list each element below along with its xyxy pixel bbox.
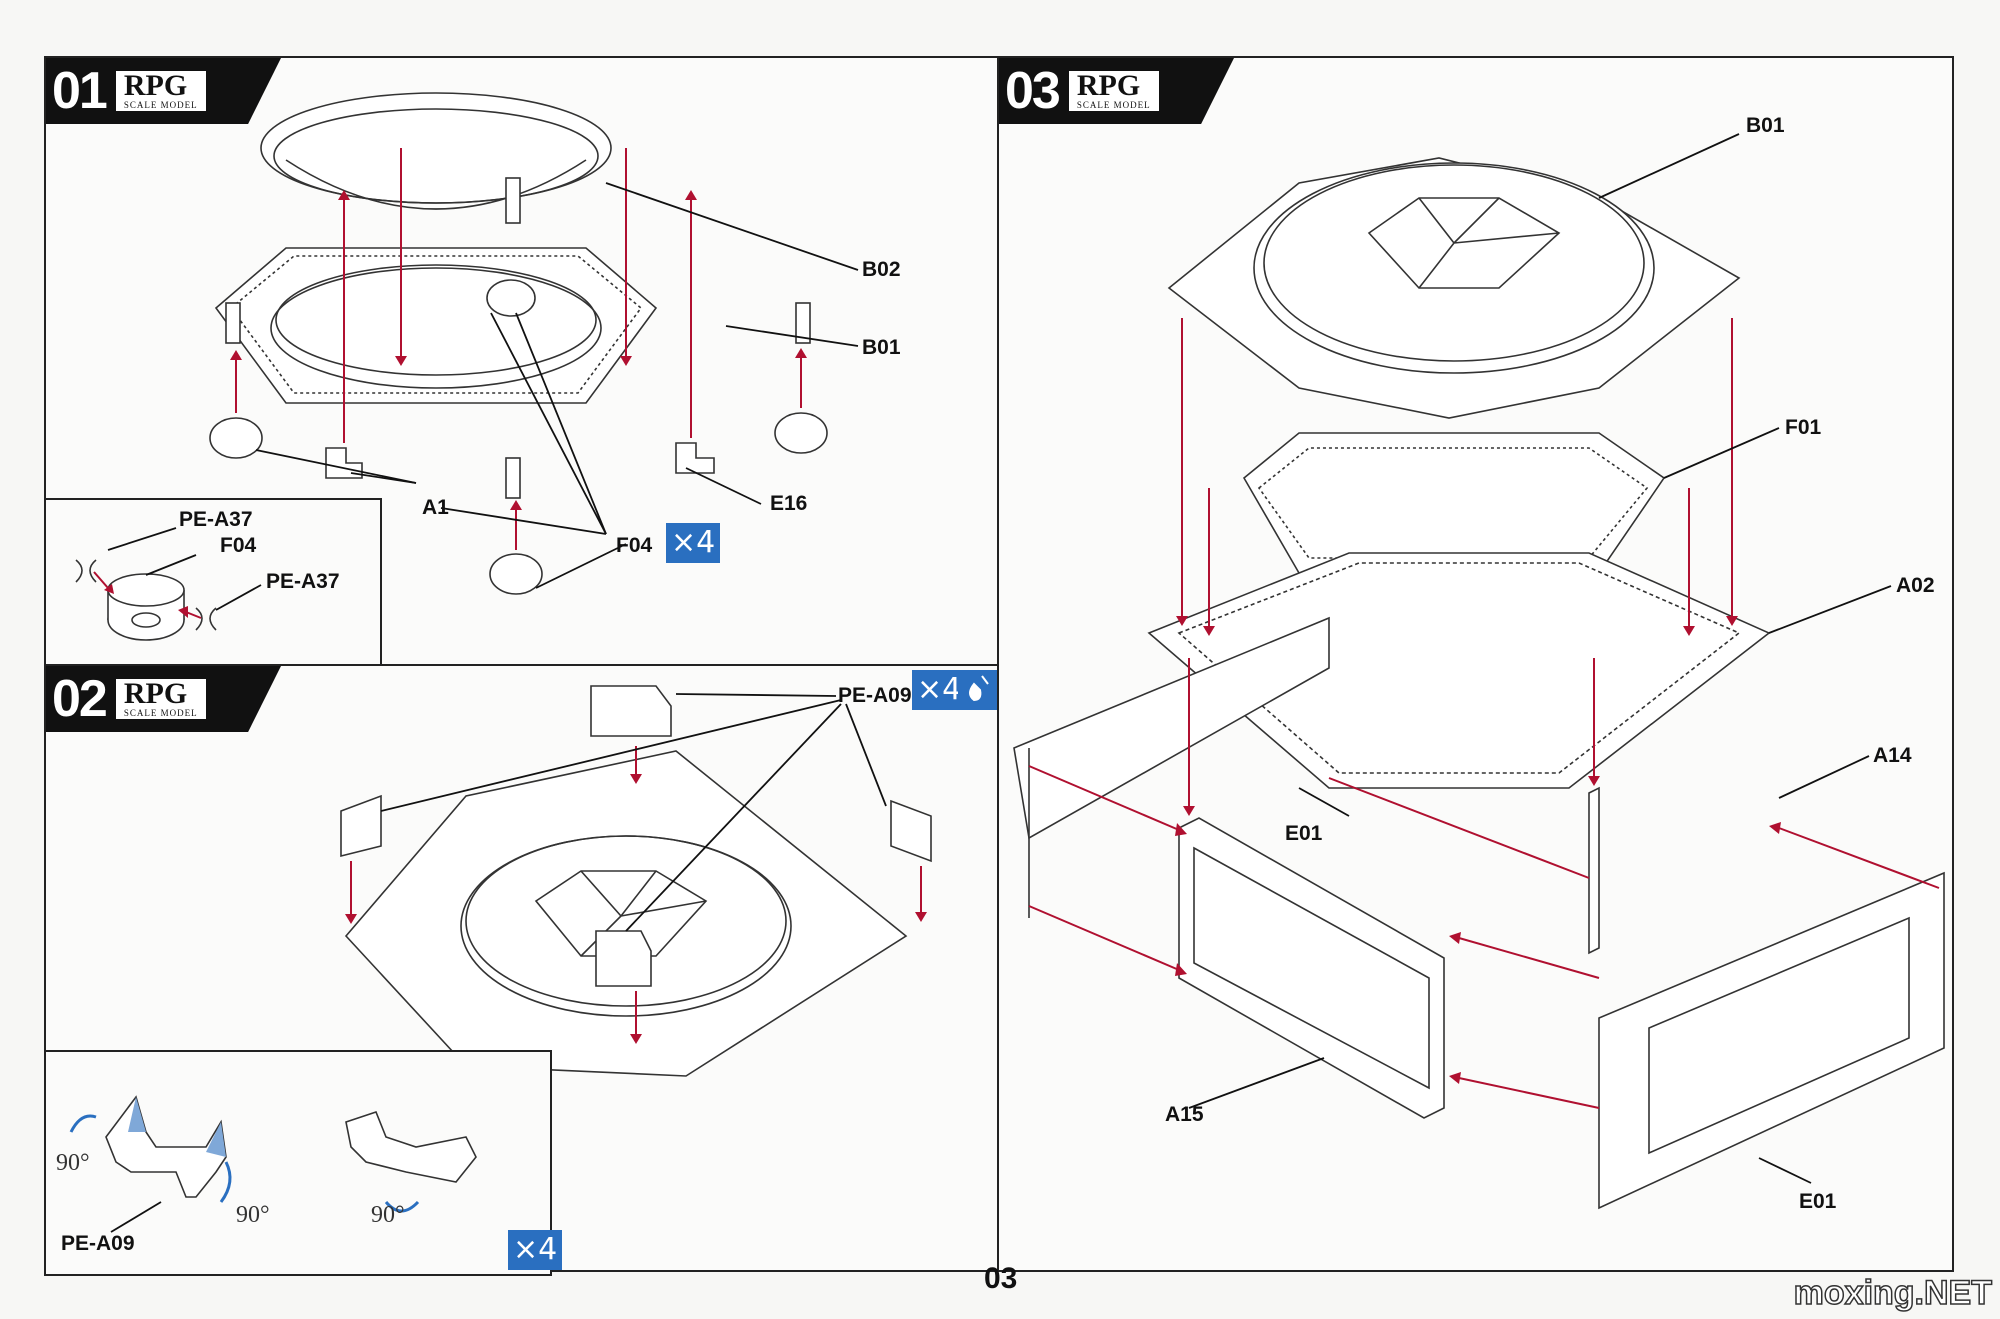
watermark: moxing.NET xyxy=(1793,1273,1993,1313)
label-b01: B01 xyxy=(862,336,901,359)
quantity-badge: ×4 xyxy=(666,523,721,563)
step-03-panel: 03 RPG SCALE MODEL xyxy=(997,56,1954,1272)
step-number: 03 xyxy=(1005,62,1061,120)
brand-logo: RPG SCALE MODEL xyxy=(115,69,206,111)
label-e16: E16 xyxy=(770,492,808,515)
brand-sub: SCALE MODEL xyxy=(1076,100,1151,110)
step-01-header: 01 RPG SCALE MODEL xyxy=(46,58,281,124)
label-f04: F04 xyxy=(616,534,653,557)
inset-label-f04: F04 xyxy=(220,534,257,557)
brand-name: RPG xyxy=(123,677,188,710)
inset-label-pe-a37-top: PE-A37 xyxy=(179,508,253,531)
label-a14: A14 xyxy=(1873,744,1912,767)
step-number: 02 xyxy=(52,670,108,728)
inset-quantity-badge: ×4 xyxy=(508,1230,563,1270)
step-02-drawing xyxy=(340,685,932,1077)
step-03-drawing xyxy=(1013,133,1945,1210)
label-a15: A15 xyxy=(1165,1103,1204,1126)
step-number: 01 xyxy=(52,62,108,120)
quantity-badge: ×4 xyxy=(912,670,967,710)
angle-right: 90° xyxy=(236,1202,270,1228)
step-03-header: 03 RPG SCALE MODEL xyxy=(999,58,1234,124)
brand-sub: SCALE MODEL xyxy=(123,708,198,718)
label-b02: B02 xyxy=(862,258,901,281)
angle-left: 90° xyxy=(56,1150,90,1176)
step-01-panel: 01 RPG SCALE MODEL xyxy=(44,56,1001,672)
label-a1: A1 xyxy=(422,496,449,519)
label-a02: A02 xyxy=(1896,574,1935,597)
page-number: 03 xyxy=(984,1262,1018,1295)
label-f01: F01 xyxy=(1785,416,1822,439)
step-02-panel: 02 RPG SCALE MODEL PE-A09 ×4 xyxy=(44,664,1001,1276)
brand-logo: RPG SCALE MODEL xyxy=(1068,69,1159,111)
inset-drawing xyxy=(69,1095,477,1233)
inset-label-pe-a37-right: PE-A37 xyxy=(266,570,340,593)
inset-drawing xyxy=(75,527,262,641)
step-02-inset: 90° 90° 90° PE-A09 ×4 xyxy=(44,1050,563,1276)
label-b01: B01 xyxy=(1746,114,1785,137)
glue-drop-icon xyxy=(958,670,998,710)
label-pe-a09: PE-A09 xyxy=(838,684,912,707)
label-e01-top: E01 xyxy=(1285,822,1323,845)
brand-name: RPG xyxy=(123,69,188,102)
step-02-header: 02 RPG SCALE MODEL xyxy=(46,666,281,732)
angle-bottom: 90° xyxy=(371,1202,405,1228)
inset-label-pe-a09: PE-A09 xyxy=(61,1232,135,1255)
step-01-drawing xyxy=(209,92,859,595)
step-01-inset: PE-A37 F04 PE-A37 xyxy=(44,498,382,672)
brand-logo: RPG SCALE MODEL xyxy=(115,677,206,719)
brand-sub: SCALE MODEL xyxy=(123,100,198,110)
brand-name: RPG xyxy=(1076,69,1141,102)
label-e01-bottom: E01 xyxy=(1799,1190,1837,1213)
